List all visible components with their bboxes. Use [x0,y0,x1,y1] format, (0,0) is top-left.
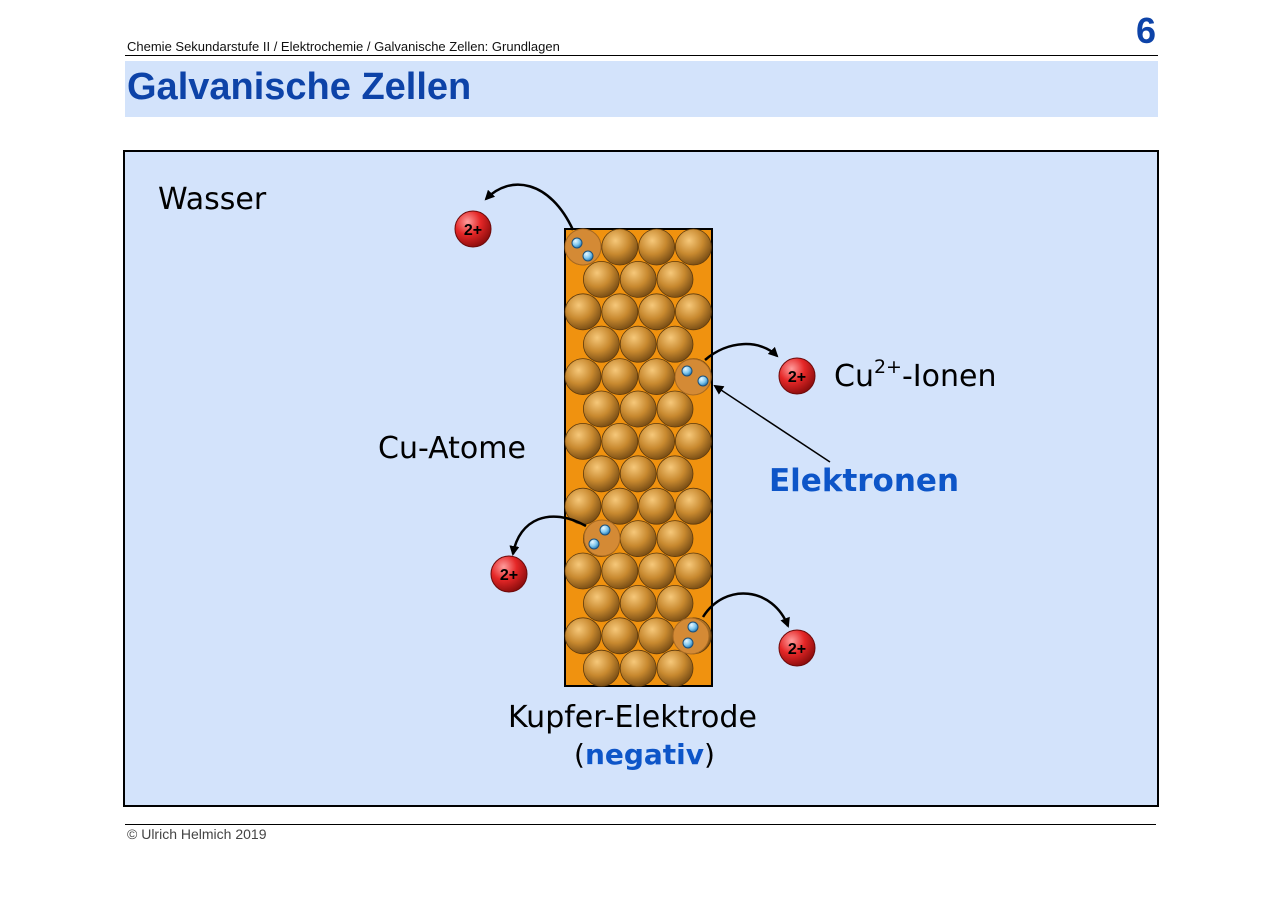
cu-ion: 2+ [778,357,816,395]
cu-ion: 2+ [778,629,816,667]
cu-atom [675,422,712,460]
vacancy-site [564,228,602,266]
ion-charge-label: 2+ [788,369,806,386]
title-band: Galvanische Zellen [125,61,1158,117]
polarity-paren-close: ) [704,738,715,771]
cu-atom [564,293,602,331]
cu-atom [638,358,675,396]
header-divider [125,55,1158,56]
vacancy-site [672,617,710,655]
polarity-paren-open: ( [574,738,585,771]
electron [571,237,583,249]
cu-atom [675,487,712,525]
cu-atom [656,649,694,687]
cu-atom [619,261,657,298]
cu-ions-label: Cu2+-Ionen [834,356,997,395]
cu-atom [582,455,620,493]
cu-atom [619,520,657,558]
cu-atom [601,228,639,266]
galvanic-cell-diagram: 2+ 2+ 2+ 2+ [454,183,831,687]
cu-atom [619,455,657,493]
cu-atom [564,617,602,655]
electron [588,538,600,550]
cu-atom [638,422,675,460]
cu-atom [582,325,620,363]
electron [681,365,693,377]
cu-atom [601,358,639,396]
cu-atom [601,552,639,590]
polarity-label: (negativ) [574,738,715,771]
ion-charge-label: 2+ [464,222,482,239]
electrons-label: Elektronen [769,463,960,499]
cu-ions-label-prefix: Cu [834,359,874,394]
cu-atom [582,649,620,687]
cu-atom [582,261,620,298]
diagram-panel: 2+ 2+ 2+ 2+ Wasser Cu-Atome Cu2+-Ionen E… [123,150,1159,807]
cu-atom [619,390,657,428]
cu-atoms-label: Cu-Atome [378,431,526,466]
cu-atom [656,584,694,622]
electron [697,375,709,387]
cu-atom [638,293,675,331]
cu-atom [675,552,712,590]
cu-atom [582,390,620,428]
polarity-value: negativ [584,738,705,771]
electron [582,250,594,262]
cu-atom [619,584,657,622]
footer-copyright: © Ulrich Helmich 2019 [127,826,267,842]
cu-atom [656,390,694,428]
cu-atom [638,487,675,525]
cu-atom [656,325,694,363]
cu-atom [564,358,602,396]
cu-ion: 2+ [454,210,492,248]
cu-atom [638,228,675,266]
cu-atom [656,455,694,493]
electrode-label: Kupfer-Elektrode [508,700,757,735]
ion-release-arrow [484,183,575,231]
electron-pointer-arrow [713,384,831,463]
electron [682,637,694,649]
ion-release-arrow [704,342,779,361]
cu-atom [619,325,657,363]
cu-atom [638,552,675,590]
footer-divider [125,824,1156,825]
electron [599,524,611,536]
page-title: Galvanische Zellen [127,66,472,108]
cu-atom [601,617,639,655]
ion-release-arrow [509,515,587,556]
cu-atom [601,422,639,460]
cu-atom [675,228,712,266]
page-number: 6 [1136,10,1157,51]
breadcrumb: Chemie Sekundarstufe II / Elektrochemie … [127,39,560,54]
cu-atom [601,293,639,331]
ion-release-arrow [701,592,790,628]
cu-atom [564,552,602,590]
ion-charge-label: 2+ [788,641,806,658]
water-label: Wasser [158,182,267,217]
cu-ion: 2+ [490,555,528,593]
cu-atom [601,487,639,525]
cu-atom [656,261,694,298]
cu-ions-charge: 2+ [873,356,902,378]
electron [687,621,699,633]
cu-atom [564,422,602,460]
cu-atom [675,293,712,331]
cu-ions-label-suffix: -Ionen [901,359,997,394]
cu-atom [582,584,620,622]
cu-atom [656,520,694,558]
ion-charge-label: 2+ [500,567,518,584]
cu-atom [638,617,675,655]
cu-atom [619,649,657,687]
